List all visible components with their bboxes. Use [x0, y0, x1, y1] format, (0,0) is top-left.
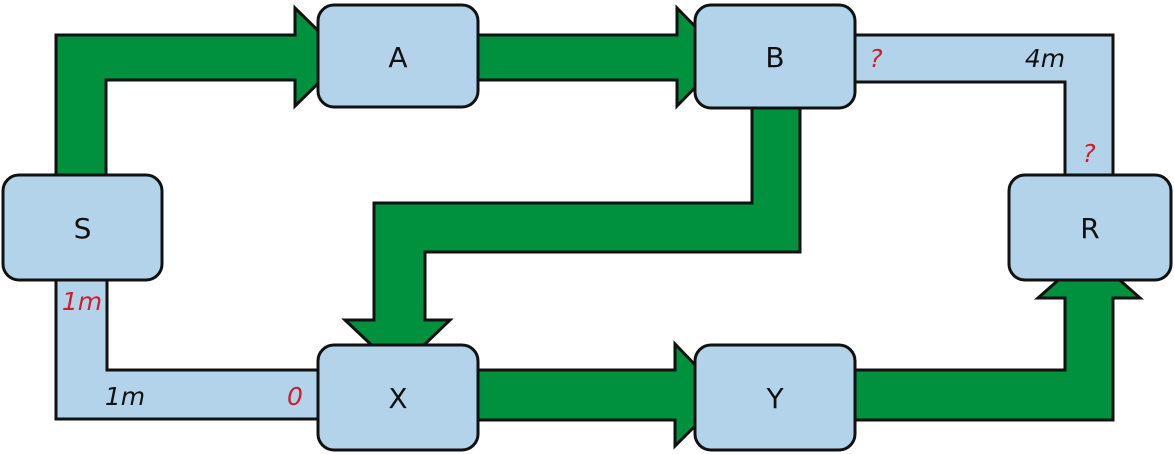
edge-label-r-in: ? [1082, 139, 1095, 168]
path-b-to-x [341, 106, 802, 373]
node-a-label: A [388, 41, 407, 74]
node-y-label: Y [765, 382, 784, 415]
node-s: S [1, 173, 164, 282]
node-x: X [316, 343, 480, 452]
path-a-to-b [476, 4, 728, 110]
node-b: B [693, 3, 857, 110]
node-r: R [1007, 173, 1173, 282]
path-s-to-a [54, 4, 348, 178]
node-b-label: B [765, 41, 784, 74]
node-a: A [316, 3, 480, 109]
node-r-label: R [1080, 212, 1099, 245]
path-b-to-r [850, 33, 1115, 177]
node-s-label: S [74, 212, 92, 245]
node-x-label: X [388, 382, 407, 415]
node-y: Y [693, 343, 857, 452]
edge-label-s-x-delay: 1m [105, 382, 145, 411]
edge-label-b-out: ? [869, 44, 882, 73]
edge-label-x-in: 0 [287, 382, 303, 411]
path-x-to-y [476, 340, 728, 450]
edge-label-b-r-delay: 4m [1025, 44, 1065, 73]
edge-label-s-out: 1m [62, 287, 102, 316]
